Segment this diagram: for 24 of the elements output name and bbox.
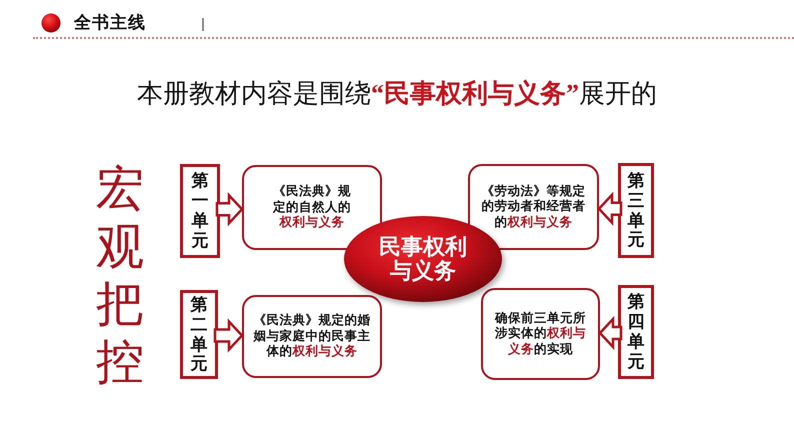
- unit-label: 第一单元: [192, 171, 208, 251]
- unit-label: 第三单元: [628, 170, 644, 250]
- block-arrow: [214, 318, 244, 353]
- unit-box: [180, 290, 218, 379]
- unit-box: [180, 164, 220, 258]
- block-arrow: [597, 192, 622, 226]
- content-box: [242, 295, 382, 378]
- content-text: 《民法典》规定的自然人的权利与义务: [272, 184, 352, 231]
- block-arrow: [598, 316, 622, 350]
- content-box: [242, 165, 382, 250]
- content-text: 《劳动法》等规定的劳动者和经营者的权利与义务: [481, 184, 586, 230]
- section-heading: 全书主线: [74, 12, 146, 34]
- side-heading: 宏观把控: [96, 162, 144, 391]
- unit-label: 第四单元: [628, 292, 644, 372]
- content-text: 确保前三单元所涉实体的权利与义务的实现: [494, 310, 587, 358]
- topic-text: 民事权利与义务: [378, 235, 468, 283]
- unit-box: [618, 163, 654, 258]
- unit-label: 第二单元: [190, 294, 208, 374]
- content-box: [468, 164, 599, 250]
- content-text: 《民法典》规定的婚姻与家庭中的民事主体的权利与义务: [253, 313, 371, 360]
- unit-box: [618, 285, 654, 379]
- title-text: 本册教材内容是围绕“民事权利与义务”展开的: [137, 78, 657, 110]
- block-arrow: [216, 192, 244, 226]
- content-box: [481, 288, 600, 380]
